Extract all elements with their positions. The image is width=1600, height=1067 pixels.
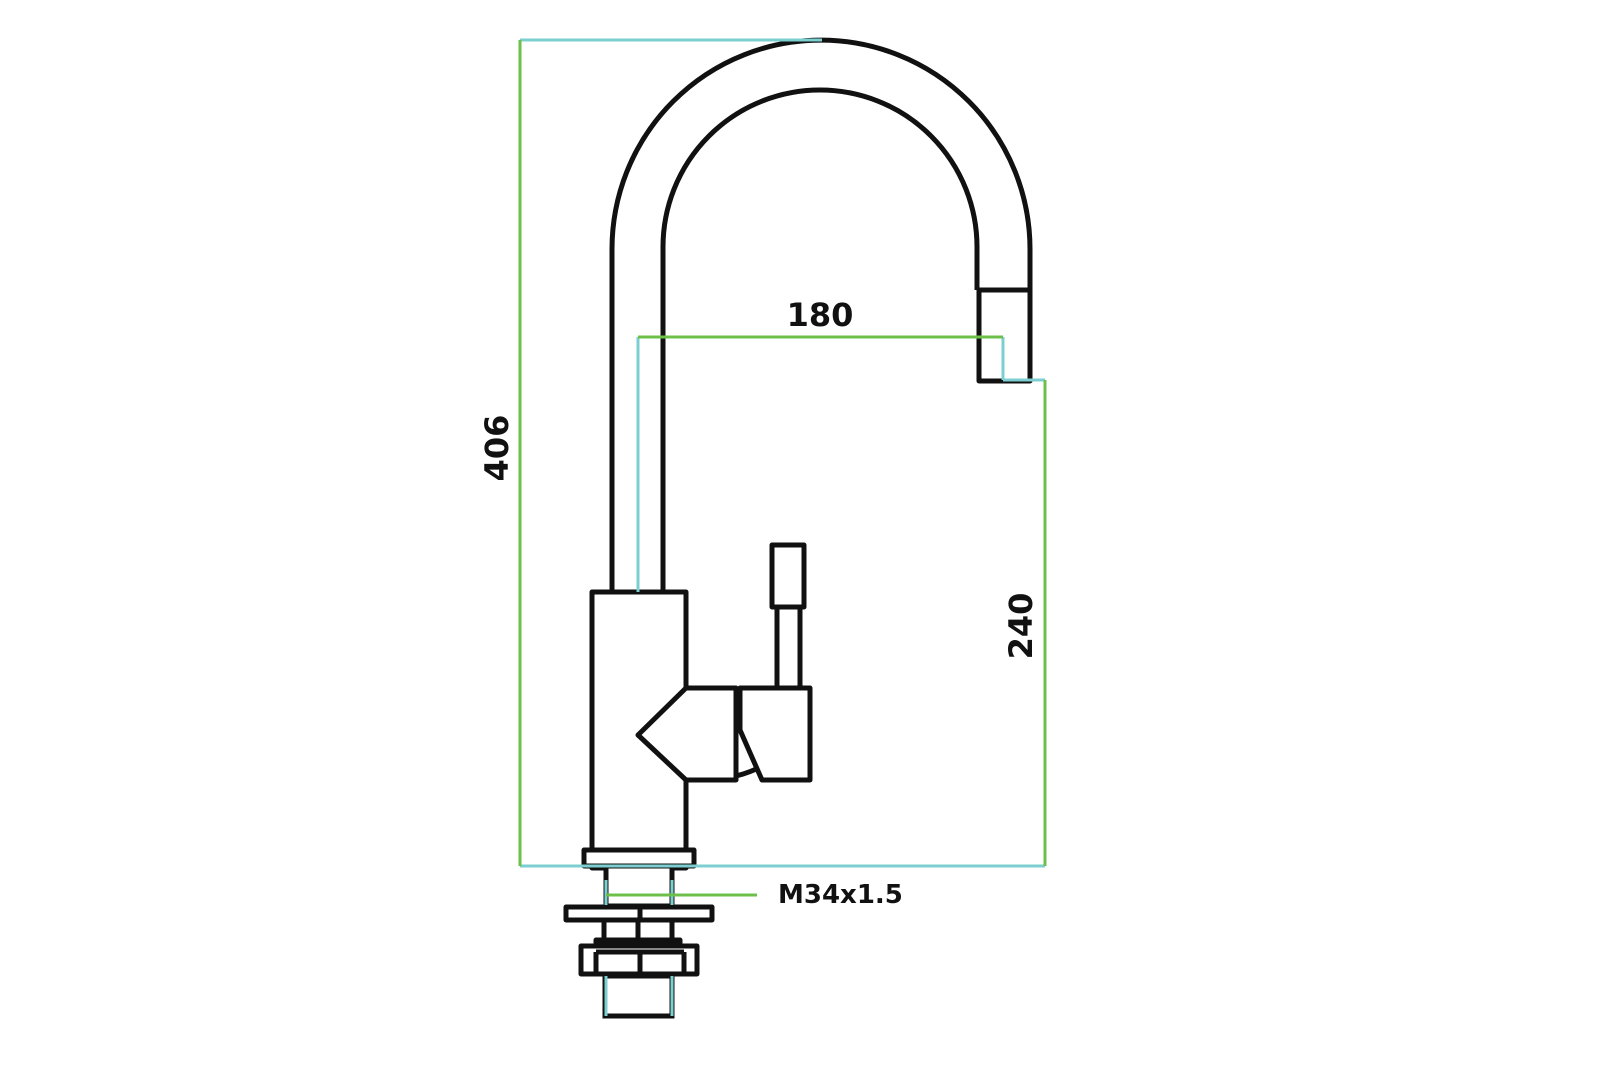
- reach-label: 180: [787, 296, 854, 334]
- thread-label: M34x1.5: [778, 880, 903, 910]
- lever-stem: [774, 604, 803, 692]
- spout-height-label: 240: [1002, 593, 1040, 660]
- handle-left: [635, 685, 739, 783]
- total-height-label: 406: [478, 415, 516, 482]
- lever-knob: [769, 542, 807, 610]
- spout-inner: [660, 87, 980, 592]
- inlet-pipe: [602, 973, 675, 1019]
- thread-shank: [603, 863, 675, 909]
- handle-right: [737, 685, 813, 783]
